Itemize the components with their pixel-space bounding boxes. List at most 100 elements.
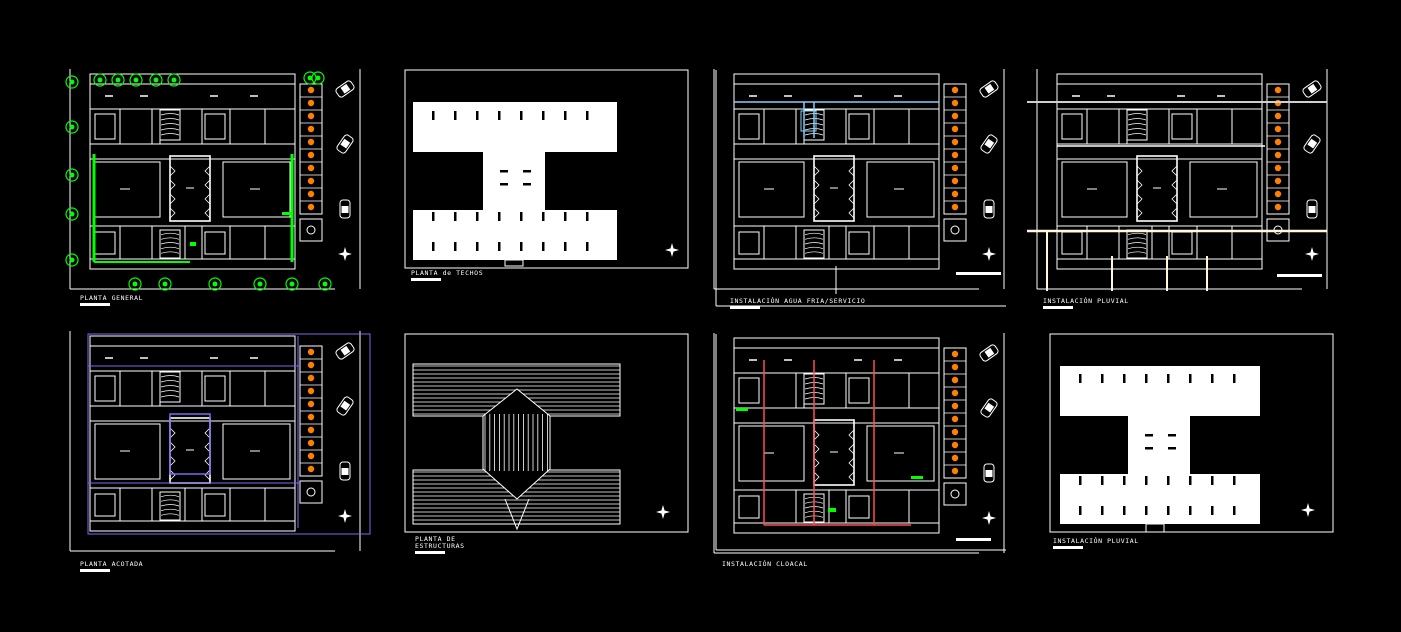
stair-tread bbox=[160, 380, 180, 383]
tree-core bbox=[162, 281, 168, 287]
parking-marker bbox=[951, 415, 959, 423]
parking-marker bbox=[1274, 164, 1282, 172]
roof-gutter bbox=[504, 259, 524, 267]
roof-drain-mark bbox=[498, 111, 501, 120]
scale-bar bbox=[1053, 546, 1083, 549]
stair-tread bbox=[1127, 246, 1147, 250]
roof-drain-mark bbox=[1101, 476, 1104, 485]
roof-drain-mark bbox=[500, 170, 508, 173]
north-arrow-icon bbox=[1301, 503, 1315, 517]
room-outline bbox=[738, 425, 805, 482]
car-roof bbox=[340, 83, 351, 94]
stair-tread bbox=[160, 118, 180, 121]
car-roof bbox=[341, 206, 349, 213]
door-swing bbox=[204, 427, 211, 439]
tree-core bbox=[69, 257, 75, 263]
tree-core bbox=[133, 77, 139, 83]
car-roof bbox=[340, 138, 351, 149]
stormwater-roof-plan bbox=[1049, 333, 1334, 533]
parking-marker bbox=[951, 441, 959, 449]
parking-marker bbox=[307, 99, 315, 107]
roof-drain-mark bbox=[542, 111, 545, 120]
scale-bar bbox=[411, 278, 441, 281]
stair-outline bbox=[1126, 109, 1148, 141]
parking-marker bbox=[307, 112, 315, 120]
roof-drain-mark bbox=[1145, 374, 1148, 383]
roof-drain-mark bbox=[1145, 476, 1148, 485]
door-swing bbox=[1136, 165, 1143, 177]
roof-drain-mark bbox=[1145, 506, 1148, 515]
parking-marker bbox=[951, 467, 959, 475]
door-swing bbox=[813, 443, 820, 455]
parking-marker bbox=[951, 190, 959, 198]
room-outline bbox=[1061, 161, 1128, 218]
parking-marker bbox=[951, 454, 959, 462]
parked-car-icon bbox=[1302, 80, 1322, 98]
stair-tread bbox=[160, 508, 180, 512]
roof-drain-mark bbox=[1211, 506, 1214, 515]
parking-marker bbox=[951, 376, 959, 384]
scale-bar bbox=[730, 306, 760, 309]
tree-core bbox=[212, 281, 218, 287]
parking-marker bbox=[307, 125, 315, 133]
parked-car-icon bbox=[336, 396, 354, 416]
room-outline bbox=[222, 423, 291, 480]
tree-core bbox=[69, 79, 75, 85]
sheet-border bbox=[404, 333, 689, 533]
sheet-planta-acotada: PLANTA ACOTADA bbox=[60, 328, 380, 578]
north-arrow-icon bbox=[982, 247, 996, 261]
water-supply-plan bbox=[713, 69, 1006, 307]
door-swing bbox=[1136, 207, 1143, 219]
tree-icon bbox=[65, 207, 79, 221]
stair-tread bbox=[160, 113, 180, 116]
parking-marker bbox=[951, 99, 959, 107]
tree-icon bbox=[158, 277, 172, 291]
roof-drain-mark bbox=[520, 212, 523, 221]
tree-icon bbox=[149, 73, 163, 87]
building-outline bbox=[733, 337, 940, 534]
tree-core bbox=[132, 281, 138, 287]
stair-tread bbox=[160, 395, 180, 398]
guard-booth bbox=[943, 482, 967, 506]
scale-bar bbox=[956, 538, 991, 541]
roof-drain-mark bbox=[498, 212, 501, 221]
parking-marker bbox=[307, 452, 315, 460]
room-outline bbox=[1061, 113, 1083, 140]
roof-plan bbox=[404, 69, 689, 269]
roof-drain-mark bbox=[1167, 476, 1170, 485]
parked-car-icon bbox=[335, 80, 355, 98]
parking-marker bbox=[307, 190, 315, 198]
car-roof bbox=[1307, 138, 1318, 149]
roof-drain-mark bbox=[1079, 476, 1082, 485]
roof-drain-mark bbox=[523, 170, 531, 173]
parking-marker bbox=[307, 400, 315, 408]
room-outline bbox=[866, 161, 935, 218]
room-outline bbox=[1189, 161, 1258, 218]
roof-drain-mark bbox=[1123, 374, 1126, 383]
stair-tread bbox=[804, 251, 824, 254]
roof-drain-mark bbox=[1167, 506, 1170, 515]
fixture-marker bbox=[190, 242, 196, 246]
roof-drain-mark bbox=[523, 183, 531, 186]
stair-outline bbox=[159, 109, 181, 141]
room-outline bbox=[848, 231, 870, 255]
room-outline bbox=[738, 113, 760, 140]
stair-tread bbox=[1127, 251, 1147, 254]
roof-drain-mark bbox=[564, 242, 567, 251]
stair-tread bbox=[160, 494, 180, 498]
tree-icon bbox=[253, 277, 267, 291]
floor-plan-general bbox=[65, 69, 361, 291]
parking-marker bbox=[307, 138, 315, 146]
parking-marker bbox=[1274, 112, 1282, 120]
room-outline bbox=[204, 375, 226, 402]
door-swing bbox=[169, 193, 176, 205]
room-outline bbox=[222, 161, 291, 218]
parking-marker bbox=[1274, 151, 1282, 159]
room-outline bbox=[848, 495, 870, 519]
door-swing bbox=[1136, 179, 1143, 191]
well-icon bbox=[306, 487, 316, 497]
parking-marker bbox=[1274, 125, 1282, 133]
door-swing bbox=[204, 207, 211, 219]
roof-drain-mark bbox=[1211, 374, 1214, 383]
parking-marker bbox=[951, 177, 959, 185]
